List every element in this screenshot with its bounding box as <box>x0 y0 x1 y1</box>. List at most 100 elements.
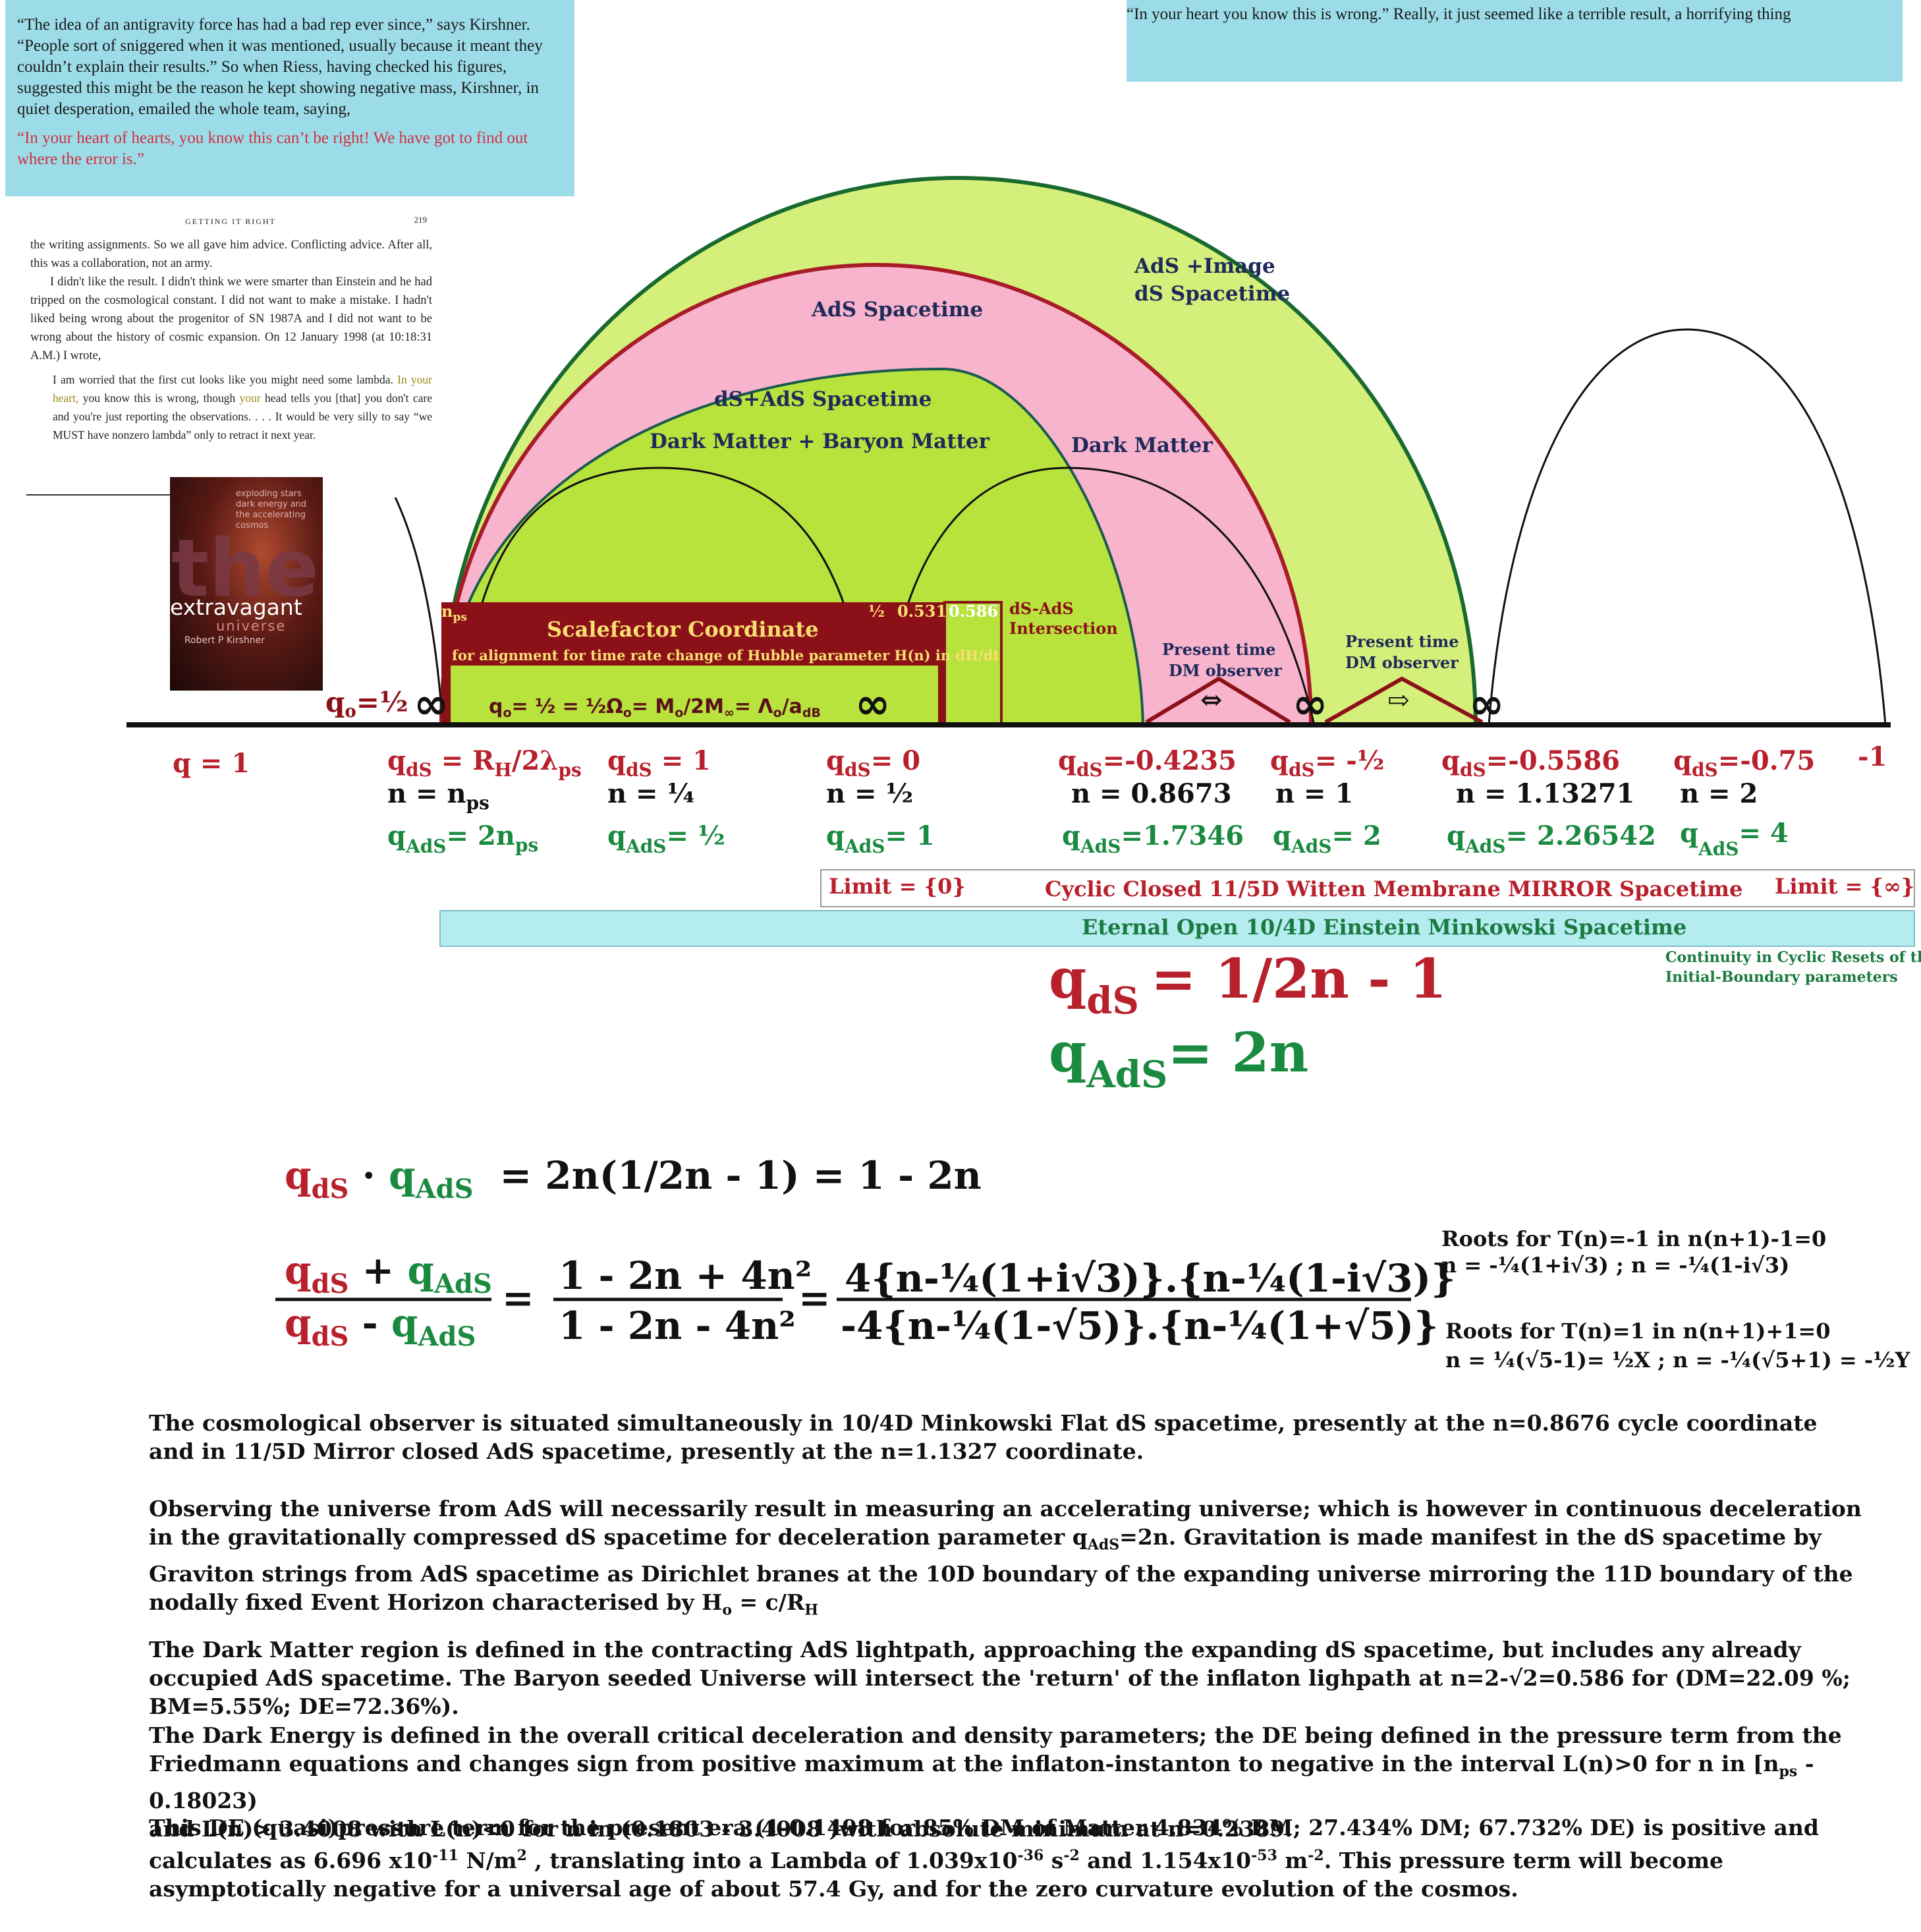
axis-c7-qds: qdS=-0.75 <box>1673 745 1815 781</box>
book-page-paragraph-1: the writing assignments. So we all gave … <box>30 239 432 270</box>
label-dark-matter: Dark Matter <box>1071 434 1213 457</box>
book-cover-image: exploding stars dark energy and the acce… <box>170 477 323 691</box>
axis-minus-one: -1 <box>1858 741 1887 772</box>
paragraph-accelerating: Observing the universe from AdS will nec… <box>149 1496 1862 1619</box>
quote-right-text: “In your heart you know this is wrong.” … <box>1127 5 1791 23</box>
axis-c2-qads: qAdS= ½ <box>607 820 725 857</box>
axis-c1-n: n = nps <box>387 778 489 814</box>
quote-left-red: “In your heart of hearts, you know this … <box>17 129 528 168</box>
paragraph-observer: The cosmological observer is situated si… <box>149 1410 1818 1464</box>
arc-left-small <box>460 467 871 725</box>
book-page-header: GETTING IT RIGHT <box>185 217 276 226</box>
quote-left-text: “The idea of an antigravity force has ha… <box>17 16 543 118</box>
book-cover-tagline: exploding stars dark energy and the acce… <box>236 489 307 530</box>
label-ds-ads: dS+AdS Spacetime <box>714 387 932 411</box>
formula-qds: qdS= 1/2n - 1 <box>1049 948 1447 1023</box>
axis-c6-qds: qdS=-0.5586 <box>1441 745 1620 781</box>
axis-q1: q = 1 <box>173 748 250 779</box>
axis-c5-n: n = 1 <box>1275 778 1353 809</box>
axis-c3-n: n = ½ <box>826 778 913 809</box>
book-page-quote: I am worried that the first cut looks li… <box>53 370 432 444</box>
book-quote-part-a: I am worried that the first cut looks li… <box>53 373 393 386</box>
scalefactor-nps: nps <box>441 602 467 624</box>
book-page: GETTING IT RIGHT 219 the writing assignm… <box>5 198 456 498</box>
arc-mid-small <box>881 467 1316 725</box>
band-limit-0: Limit = {0} <box>829 874 966 899</box>
paragraph-dark-energy: The Dark Energy is defined in the overal… <box>149 1722 1842 1842</box>
observer-triangle-2 <box>1324 676 1484 724</box>
axis-c4-qads: qAdS=1.7346 <box>1062 820 1244 857</box>
label-dm-bm: Dark Matter + Baryon Matter <box>650 430 990 453</box>
label-ads-spacetime: AdS Spacetime <box>811 298 983 322</box>
axis-c2-n: n = ¼ <box>607 778 694 809</box>
roots-2-values: n = ¼(√5-1)= ½X ; n = -¼(√5+1) = -½Y <box>1445 1348 1910 1373</box>
axis-c3-qads: qAdS= 1 <box>826 820 935 857</box>
quote-box-right: “In your heart you know this is wrong.” … <box>1127 0 1903 82</box>
axis-c7-n: n = 2 <box>1680 778 1758 809</box>
axis-c4-qds: qdS=-0.4235 <box>1058 745 1237 781</box>
axis-c6-n: n = 1.13271 <box>1456 778 1634 809</box>
label-observer1-a: Present time <box>1162 640 1276 659</box>
label-intersection-a: dS-AdS <box>1009 599 1074 618</box>
scalefactor-half: ½ <box>868 602 885 621</box>
observer-triangle-1 <box>1145 676 1291 724</box>
axis-c7-qads: qAdS= 4 <box>1680 818 1789 860</box>
infinity-icon-4: ∞ <box>1469 680 1504 729</box>
scalefactor-formula-band <box>451 666 938 725</box>
label-observer1-b: DM observer <box>1169 661 1282 680</box>
axis-c5-qds: qdS= -½ <box>1270 745 1385 781</box>
fraction1-denominator: qdS - qAdS <box>285 1301 476 1352</box>
book-cover-subtitle: universe <box>216 618 287 634</box>
label-ads-image-2: dS Spacetime <box>1134 282 1290 306</box>
book-page-paragraph-2: I didn't like the result. I didn't think… <box>30 275 432 362</box>
scalefactor-formula: qo= ½ = ½Ωo= Mo/2M∞= Λo/adB <box>489 695 821 720</box>
roots-2-title: Roots for T(n)=1 in n(n+1)+1=0 <box>1445 1319 1831 1344</box>
band-witten-label: Cyclic Closed 11/5D Witten Membrane MIRR… <box>1045 876 1742 901</box>
arc-left-edge <box>394 497 444 725</box>
axis-c1-qds: qdS = RH/2λps <box>387 745 582 781</box>
formula-product: qdS · qAdS= 2n(1/2n - 1) = 1 - 2n <box>285 1153 982 1205</box>
infinity-icon-3: ∞ <box>1293 680 1327 729</box>
fraction1-numerator: qdS + qAdS <box>285 1248 492 1299</box>
paragraph-pressure-term: This DE (quasi)pressure term for the pre… <box>149 1815 1819 1902</box>
axis-c1-qads: qAdS= 2nps <box>387 820 538 857</box>
axis-c4-n: n = 0.8673 <box>1071 778 1232 809</box>
label-observer2-b: DM observer <box>1345 653 1459 672</box>
label-ads-image-1: AdS +Image <box>1134 254 1275 278</box>
scalefactor-0586: 0.586 <box>949 602 998 621</box>
book-cover-title: extravagant <box>170 594 302 620</box>
equals-sign-2: = <box>798 1276 831 1321</box>
qo-half-label: qo=½ <box>325 686 408 722</box>
band-witten <box>820 869 1915 907</box>
book-page-rule <box>26 494 171 496</box>
band-einstein <box>439 910 1915 947</box>
roots-1-title: Roots for T(n)=-1 in n(n+1)-1=0 <box>1441 1226 1827 1251</box>
arrow-right: ⇨ <box>1387 685 1410 716</box>
label-observer2-a: Present time <box>1345 632 1459 651</box>
book-cover-author: Robert P Kirshner <box>184 635 265 646</box>
continuity-label-1: Continuity in Cyclic Resets of the <box>1665 949 1921 966</box>
fraction3-denominator: -4{n-¼(1-√5)}.{n-¼(1+√5)} <box>841 1303 1438 1348</box>
fraction2-denominator: 1 - 2n - 4n² <box>559 1303 796 1348</box>
scalefactor-title: Scalefactor Coordinate <box>547 617 819 642</box>
book-quote-part-c: head tells you [that] you don't care and… <box>53 391 432 441</box>
roots-1-values: n = -¼(1+i√3) ; n = -¼(1-i√3) <box>1441 1253 1790 1278</box>
band-einstein-label: Eternal Open 10/4D Einstein Minkowski Sp… <box>1082 915 1686 940</box>
axis-c5-qads: qAdS= 2 <box>1273 820 1381 857</box>
continuity-label-2: Initial-Boundary parameters <box>1665 969 1898 986</box>
arc-right-large <box>1488 328 1887 725</box>
book-quote-highlight-2: your <box>239 391 261 405</box>
infinity-icon-1: ∞ <box>414 680 449 729</box>
book-cover-big-word: the <box>171 523 320 615</box>
book-quote-highlight-1: In your heart, <box>53 373 433 405</box>
quote-box-left: “The idea of an antigravity force has ha… <box>5 0 574 196</box>
scalefactor-subtitle: for alignment for time rate change of Hu… <box>452 647 999 664</box>
book-quote-part-b: you know this is wrong, though <box>78 391 240 405</box>
infinity-icon-2: ∞ <box>855 680 890 729</box>
label-intersection-b: Intersection <box>1009 619 1118 638</box>
fraction2-numerator: 1 - 2n + 4n² <box>559 1253 812 1298</box>
formula-qads: qAdS= 2n <box>1049 1021 1308 1096</box>
axis-c3-qds: qdS= 0 <box>826 745 920 781</box>
axis-c6-qads: qAdS= 2.26542 <box>1447 820 1656 857</box>
